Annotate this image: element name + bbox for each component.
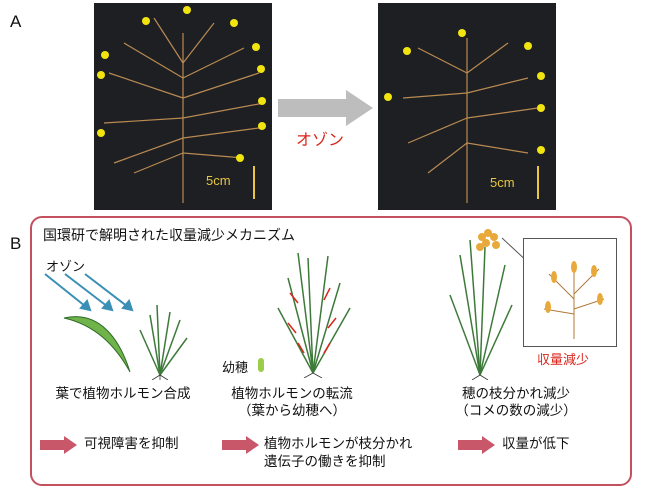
yield-loss-label: 収量減少	[537, 353, 590, 368]
scale-bar-label-after: 5cm	[490, 175, 515, 190]
reduced-panicle-drawing	[543, 261, 605, 339]
ozone-label: オゾン	[46, 260, 86, 275]
caption-middle-line2: （葉から幼穂へ）	[238, 403, 346, 419]
yield-loss-inset	[523, 238, 617, 347]
effect-arrow-middle	[222, 436, 259, 454]
effect-right: 収量が低下	[502, 436, 570, 452]
ozone-rays	[44, 273, 134, 312]
plant-middle	[277, 252, 351, 378]
panel-b-letter: B	[10, 234, 22, 253]
scale-bar-label-before: 5cm	[206, 173, 231, 188]
caption-middle-line1: 植物ホルモンの転流	[231, 386, 353, 402]
effect-arrow-left	[40, 436, 77, 454]
panicle-before-drawing	[97, 6, 266, 203]
effect-middle-line2: 遺伝子の働きを抑制	[264, 454, 386, 470]
leaf-and-plant-left	[63, 304, 188, 380]
effect-middle-line1: 植物ホルモンが枝分かれ	[264, 436, 413, 452]
caption-left: 葉で植物ホルモン合成	[55, 386, 191, 402]
panicle-photo-before: 5cm	[94, 3, 272, 210]
panel-a-letter: A	[10, 12, 22, 31]
young-panicle-icon	[258, 358, 264, 372]
mechanism-title: 国環研で解明された収量減少メカニズム	[43, 228, 295, 244]
ozone-arrow-label: オゾン	[296, 130, 345, 149]
panicle-photo-after: 5cm	[378, 3, 556, 210]
ozone-arrow	[278, 90, 373, 126]
caption-right-line1: 穂の枝分かれ減少	[462, 386, 570, 402]
marker-dots-after	[384, 29, 545, 154]
panicle-after-drawing	[384, 29, 545, 203]
marker-dots-before	[97, 6, 266, 162]
translocation-arrows	[287, 287, 337, 354]
effect-arrow-right	[458, 436, 495, 454]
plant-right	[449, 229, 513, 380]
young-panicle-label: 幼穂	[222, 361, 249, 376]
mechanism-box	[30, 216, 632, 486]
caption-right-line2: （コメの数の減少）	[455, 403, 577, 419]
effect-left: 可視障害を抑制	[84, 436, 179, 452]
